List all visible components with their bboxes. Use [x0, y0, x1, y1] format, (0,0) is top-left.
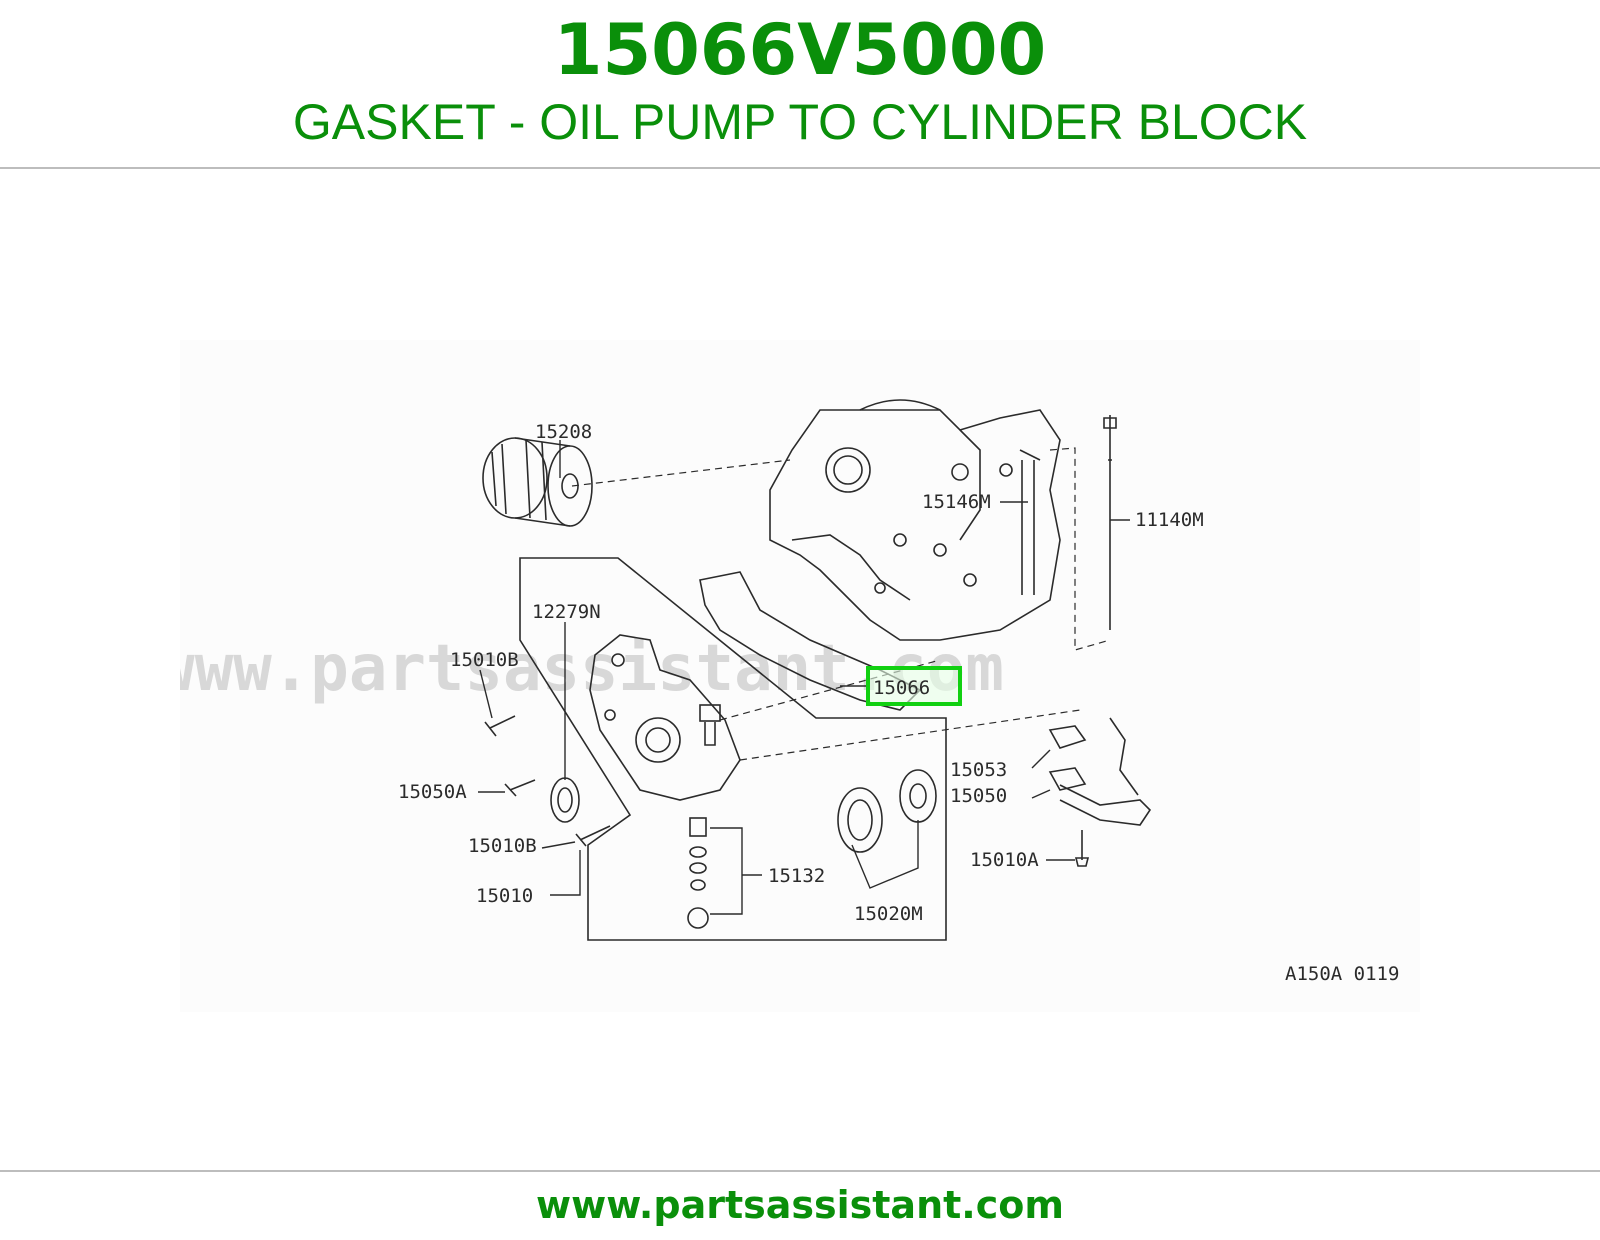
- callout-15066[interactable]: 15066: [873, 677, 930, 699]
- diagram-reference-code: A150A 0119: [1285, 963, 1399, 985]
- bracket-15020M: [851, 820, 919, 889]
- callout-15146M[interactable]: 15146M: [922, 491, 991, 513]
- strainer-leader-dashed: [739, 709, 1081, 761]
- oil-pump-body-drawing: [589, 634, 741, 801]
- bolt-15010b-bottom-drawing: [575, 825, 611, 847]
- callout-15010B-bottom[interactable]: 15010B: [468, 835, 537, 857]
- callout-15132[interactable]: 15132: [768, 865, 825, 887]
- callout-15020M[interactable]: 15020M: [854, 903, 923, 925]
- filter-leader-dashed: [571, 459, 791, 487]
- page-header: 15066V5000 GASKET - OIL PUMP TO CYLINDER…: [0, 0, 1600, 168]
- parts-diagram: www.partsassistant.com: [180, 340, 1420, 1012]
- bracket-15132: [710, 827, 762, 915]
- parts-diagram-svg: www.partsassistant.com: [180, 340, 1420, 1012]
- gasket-leader-dashed: [719, 659, 941, 721]
- dipstick-tube-frame-dashed: [1049, 447, 1111, 651]
- leader-15010B-top: [479, 669, 493, 719]
- header-divider: [0, 167, 1600, 169]
- bolt-15050a-drawing: [504, 779, 536, 797]
- callout-15208[interactable]: 15208: [535, 421, 592, 443]
- leader-15050: [1031, 789, 1051, 799]
- callout-15050A[interactable]: 15050A: [398, 781, 467, 803]
- oil-filter-drawing: [482, 437, 593, 527]
- bolt-15010b-top-drawing: [484, 715, 516, 737]
- leader-15010: [550, 850, 581, 896]
- oil-pump-gasket-drawing: [699, 571, 922, 711]
- callout-11140M[interactable]: 11140M: [1135, 509, 1204, 531]
- leader-15053: [1031, 749, 1051, 769]
- bolt-15010a-drawing: [1074, 830, 1090, 867]
- part-description: GASKET - OIL PUMP TO CYLINDER BLOCK: [292, 94, 1308, 150]
- oil-pump-group-frame: [519, 557, 947, 941]
- footer-divider: [0, 1170, 1600, 1172]
- dipstick-tube-drawing: [1021, 460, 1035, 595]
- leader-15010B-bottom: [541, 841, 576, 849]
- relief-valve-parts-drawing: [687, 817, 709, 929]
- callout-15010A[interactable]: 15010A: [970, 849, 1039, 871]
- part-number-title: 15066V5000: [553, 9, 1047, 91]
- cylinder-block-drawing: [769, 399, 1061, 641]
- dipstick-handle-drawing: [1103, 417, 1117, 461]
- callout-15010[interactable]: 15010: [476, 885, 533, 907]
- oil-strainer-drawing: [1048, 717, 1152, 826]
- footer-site-link[interactable]: www.partsassistant.com: [536, 1183, 1064, 1227]
- diagram-background: [180, 340, 1420, 1012]
- callout-15010B-top[interactable]: 15010B: [450, 649, 519, 671]
- callout-15050[interactable]: 15050: [950, 785, 1007, 807]
- callout-12279N[interactable]: 12279N: [532, 601, 601, 623]
- highlighted-part-box[interactable]: [866, 666, 962, 706]
- callout-15053[interactable]: 15053: [950, 759, 1007, 781]
